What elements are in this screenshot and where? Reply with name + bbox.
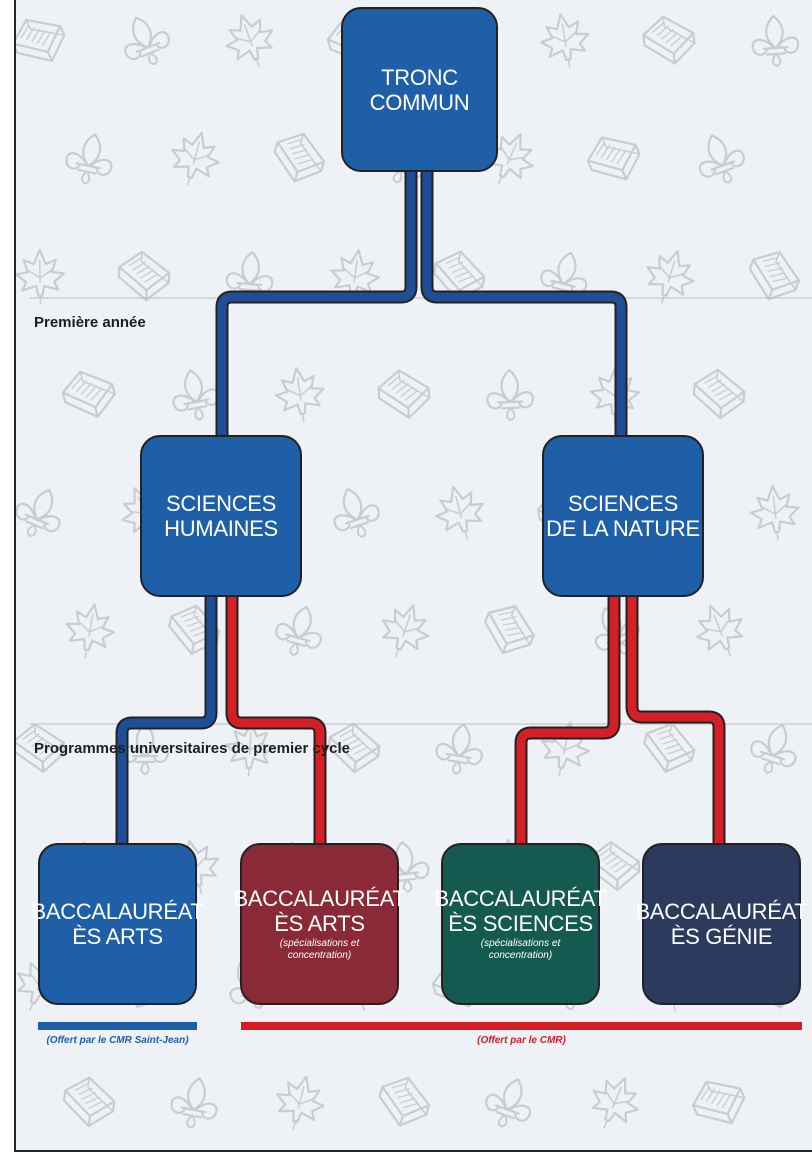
red-path-natural-sciences-to-bsc	[514, 595, 621, 850]
page-left-border	[0, 0, 16, 1152]
node-beng-cmr: BACCALAURÉAT ÈS GÉNIE	[635, 843, 808, 1005]
maple-leaf-icon	[14, 248, 66, 306]
saint-jean-offer-bar	[38, 1022, 197, 1030]
book-icon	[685, 1069, 753, 1136]
node-bsc-cmr-note: (spécialisations et concentration)	[480, 938, 561, 961]
node-humanities: SCIENCES HUMAINES	[140, 435, 302, 597]
maple-leaf-icon	[535, 9, 595, 73]
fleur-de-lis-icon	[749, 13, 801, 69]
path-lines	[115, 170, 726, 850]
fleur-de-lis-icon	[166, 364, 224, 425]
fleur-de-lis-icon	[485, 368, 535, 422]
maple-leaf-icon	[268, 1069, 331, 1137]
maple-leaf-icon	[686, 595, 754, 667]
node-ba-cmr-note: (spécialisations et concentration)	[279, 938, 360, 961]
maple-leaf-icon	[747, 482, 803, 544]
red-path-natural-sciences-to-beng	[625, 595, 726, 850]
fleur-de-lis-icon	[689, 126, 752, 192]
fleur-de-lis-icon	[166, 1072, 224, 1133]
maple-leaf-icon	[428, 479, 492, 547]
node-ba-arts-saint-jean: BACCALAURÉAT ÈS ARTS	[31, 843, 204, 1005]
fleur-de-lis-icon	[432, 719, 488, 779]
maple-leaf-icon	[372, 596, 438, 666]
fleur-de-lis-icon	[61, 128, 119, 190]
node-ba-saint-jean-title: BACCALAURÉAT ÈS ARTS	[31, 899, 204, 949]
fleur-de-lis-icon	[744, 717, 806, 781]
node-natural-sciences-title: SCIENCES DE LA NATURE	[546, 491, 700, 541]
node-core-title: TRONC COMMUN	[369, 64, 470, 115]
book-icon	[580, 125, 648, 192]
node-natural-sciences: SCIENCES DE LA NATURE	[542, 435, 704, 597]
maple-leaf-icon	[217, 6, 283, 76]
book-icon	[57, 363, 121, 425]
fleur-de-lis-icon	[269, 599, 330, 663]
book-icon	[741, 243, 807, 308]
node-humanities-title: SCIENCES HUMAINES	[164, 491, 278, 541]
fleur-de-lis-icon	[7, 479, 72, 546]
node-beng-cmr-title: BACCALAURÉAT ÈS GÉNIE	[635, 899, 808, 949]
node-core-curriculum: TRONC COMMUN	[341, 7, 498, 172]
book-icon	[59, 1073, 119, 1131]
maple-leaf-icon	[60, 599, 120, 663]
book-icon	[5, 7, 73, 74]
book-icon	[266, 126, 332, 190]
saint-jean-offer-caption: (Offert par le CMR Saint-Jean)	[46, 1035, 189, 1046]
fleur-de-lis-icon	[113, 8, 177, 74]
fleur-de-lis-icon	[478, 1070, 541, 1136]
cmr-offer-caption: (Offert par le CMR)	[477, 1035, 566, 1046]
level-label-undergraduate: Programmes universitaires de premier cyc…	[34, 740, 350, 757]
blue-path-humanities-to-ba-saint-jean	[115, 595, 218, 850]
node-bsc-cmr-title: BACCALAURÉAT ÈS SCIENCES	[434, 886, 607, 936]
maple-leaf-icon	[271, 363, 329, 427]
book-icon	[372, 1070, 437, 1134]
maple-leaf-icon	[163, 125, 227, 193]
blue-path-core-to-natural-sciences	[420, 170, 628, 440]
node-bsc-cmr: BACCALAURÉAT ÈS SCIENCES (spécialisation…	[434, 843, 607, 1005]
blue-path-core-to-humanities	[215, 170, 418, 440]
book-icon	[475, 596, 543, 663]
book-icon	[637, 716, 701, 779]
cmr-offer-bar	[241, 1022, 802, 1030]
maple-leaf-icon	[637, 243, 702, 311]
page-bottom-border	[14, 1150, 812, 1152]
book-icon	[375, 366, 433, 422]
red-path-humanities-to-ba-cmr	[225, 595, 327, 850]
node-ba-cmr-title: BACCALAURÉAT ÈS ARTS	[233, 886, 406, 936]
book-icon	[117, 250, 171, 302]
book-icon	[691, 367, 747, 421]
level-label-first-year: Première année	[34, 314, 146, 331]
maple-leaf-icon	[580, 1067, 649, 1139]
node-ba-arts-cmr: BACCALAURÉAT ÈS ARTS (spécialisations et…	[233, 843, 406, 1005]
fleur-de-lis-icon	[324, 481, 386, 545]
book-icon	[640, 12, 698, 69]
